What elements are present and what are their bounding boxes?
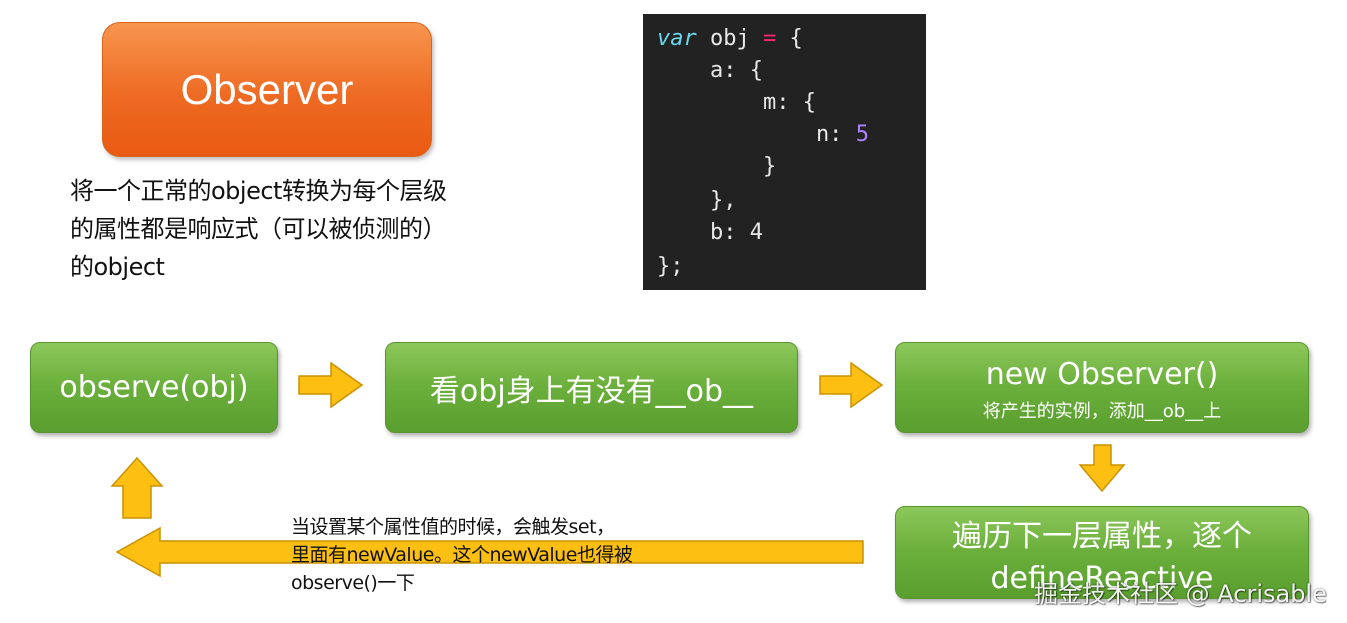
check-ob-box: 看obj身上有没有__ob__ (385, 342, 798, 433)
observer-title-label: Observer (180, 65, 354, 113)
code-panel: var obj = { a: { m: { n: 5 } }, b: 4 }; (643, 14, 926, 290)
arrow-right-2 (819, 361, 884, 409)
code-line-7: b: 4 (657, 220, 763, 245)
description-line-3: 的object (70, 253, 165, 281)
set-note-line-2: 里面有newValue。这个newValue也得被 (291, 544, 633, 566)
new-observer-box: new Observer() 将产生的实例，添加__ob__上 (895, 342, 1309, 433)
traverse-line-2: defineReactive (990, 561, 1214, 596)
code-key-n: n: (657, 122, 856, 147)
arrow-down (1078, 444, 1126, 493)
set-note: 当设置某个属性值的时候，会触发set， 里面有newValue。这个newVal… (291, 513, 731, 597)
observer-title-box: Observer (102, 22, 432, 157)
code-line-4: n: 5 (657, 122, 869, 147)
new-observer-title: new Observer() (985, 357, 1219, 392)
traverse-box: 遍历下一层属性，逐个 defineReactive (895, 506, 1309, 599)
code-line-6: }, (657, 188, 737, 213)
set-note-line-1: 当设置某个属性值的时候，会触发set， (291, 516, 615, 538)
code-operator: = (762, 26, 777, 51)
code-line-3: m: { (657, 90, 816, 115)
code-line-5: } (657, 154, 777, 179)
set-note-line-3: observe()一下 (291, 572, 415, 594)
check-ob-label: 看obj身上有没有__ob__ (429, 373, 754, 409)
code-brace: { (776, 26, 803, 51)
arrow-left-long (115, 526, 864, 578)
code-line-8: }; (657, 254, 684, 279)
code-keyword: var (657, 26, 697, 51)
code-number: 5 (855, 122, 869, 147)
code-line-2: a: { (657, 58, 763, 83)
new-observer-subtitle: 将产生的实例，添加__ob__上 (982, 401, 1222, 422)
observer-description: 将一个正常的object转换为每个层级 的属性都是响应式（可以被侦测的） 的ob… (70, 172, 510, 286)
arrow-right-1 (298, 361, 364, 409)
observe-box: observe(obj) (30, 342, 278, 433)
code-var-name: obj (696, 26, 763, 51)
description-line-2: 的属性都是响应式（可以被侦测的） (70, 215, 447, 243)
code-line-1: var obj = { (657, 26, 803, 51)
observe-label: observe(obj) (59, 370, 249, 405)
traverse-line-1: 遍历下一层属性，逐个 (952, 519, 1252, 554)
arrow-up (110, 456, 164, 519)
description-line-1: 将一个正常的object转换为每个层级 (70, 177, 447, 205)
watermark: 掘金技术社区 @ Acrisable (1034, 580, 1327, 608)
